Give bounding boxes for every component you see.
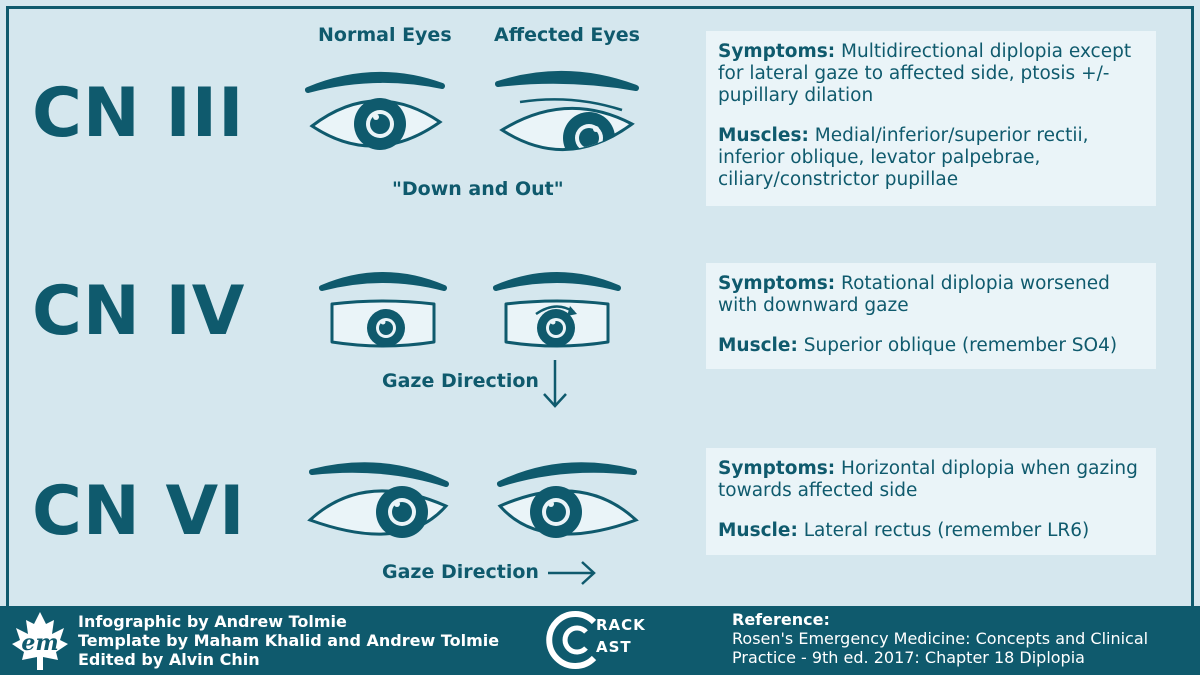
cn4-muscle-label: Muscle: [718, 335, 798, 356]
cn4-symptoms-label: Symptoms: [718, 273, 836, 294]
arrow-down-icon [543, 360, 567, 408]
heading-normal-eyes: Normal Eyes [318, 24, 452, 46]
footer: em Infographic by Andrew Tolmie Template… [0, 606, 1200, 675]
cn6-info-box: Symptoms: Horizontal diplopia when gazin… [706, 448, 1156, 555]
maple-leaf-icon: em [12, 612, 68, 670]
cn3-symptoms-label: Symptoms: [718, 41, 836, 62]
cn4-label: CN IV [32, 272, 246, 351]
cn4-normal-eye-icon [319, 272, 447, 348]
cn6-symptoms: Horizontal diplopia when gazing towards … [718, 458, 1138, 501]
reference-title: Reference: [732, 610, 830, 629]
cn6-caption: Gaze Direction [382, 561, 539, 583]
cn6-normal-eye-icon [307, 462, 449, 538]
cn4-affected-eye-icon [493, 272, 621, 348]
cn6-muscle-label: Muscle: [718, 520, 798, 541]
cn3-label: CN III [32, 74, 245, 153]
crackcast-bottom-text: AST [596, 638, 632, 656]
credit-line: Edited by Alvin Chin [78, 650, 260, 669]
cn3-info-box: Symptoms: Multidirectional diplopia exce… [706, 31, 1156, 206]
cn3-caption: "Down and Out" [392, 178, 564, 200]
logo-em-text: em [21, 630, 58, 656]
cn3-normal-eye-icon [305, 72, 445, 150]
credit-line: Template by Maham Khalid and Andrew Tolm… [78, 631, 500, 650]
cn6-label: CN VI [32, 472, 246, 551]
reference-line: Rosen's Emergency Medicine: Concepts and… [732, 629, 1149, 648]
arrow-right-icon [548, 561, 596, 585]
crackcast-top-text: RACK [596, 616, 646, 634]
cn3-muscle-label: Muscles: [718, 125, 809, 146]
cn4-symptoms: Rotational diplopia worsened with downwa… [718, 273, 1110, 316]
cn6-muscle: Lateral rectus (remember LR6) [803, 520, 1090, 541]
heading-affected-eyes: Affected Eyes [494, 24, 640, 46]
reference-line: Practice - 9th ed. 2017: Chapter 18 Dipl… [732, 648, 1085, 667]
cn4-muscle: Superior oblique (remember SO4) [803, 335, 1118, 356]
cn3-affected-eye-icon [495, 71, 639, 152]
reference: Reference: Rosen's Emergency Medicine: C… [732, 610, 1182, 667]
cn3-muscle: Medial/inferior/superior rectii, inferio… [718, 125, 1089, 190]
cn3-symptoms: Multidirectional diplopia except for lat… [718, 41, 1132, 106]
credit-line: Infographic by Andrew Tolmie [78, 612, 347, 631]
cn6-symptoms-label: Symptoms: [718, 458, 836, 479]
cn4-caption: Gaze Direction [382, 370, 539, 392]
cn6-affected-eye-icon [497, 462, 639, 538]
crackcast-logo-icon [546, 611, 597, 669]
cn4-info-box: Symptoms: Rotational diplopia worsened w… [706, 263, 1156, 369]
credits: Infographic by Andrew Tolmie Template by… [78, 612, 499, 669]
